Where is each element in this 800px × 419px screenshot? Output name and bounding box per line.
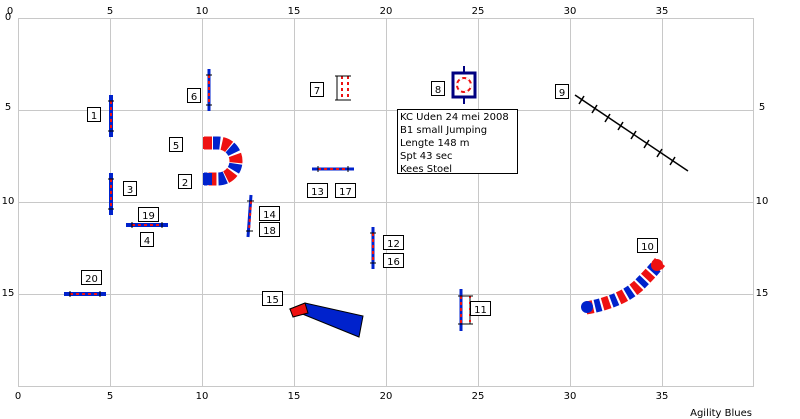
svg-text:17: 17 [339, 187, 352, 198]
curved-tunnel [203, 136, 243, 186]
number-label-8: 8 [431, 81, 445, 96]
tick-label: 25 [472, 6, 485, 17]
svg-text:10: 10 [641, 242, 654, 253]
info-length: Lengte 148 m [400, 138, 470, 149]
number-label-3: 3 [123, 181, 137, 196]
number-label-5: 5 [169, 137, 183, 152]
tick-label: 25 [472, 391, 485, 402]
tick-label: 30 [564, 6, 577, 17]
obstacle-number-labels: 1 2 3 4 5 6 7 8 [81, 81, 658, 316]
svg-text:19: 19 [142, 211, 155, 222]
jump-obstacle [108, 95, 114, 137]
tick-label: 5 [5, 102, 11, 113]
number-label-2: 2 [178, 174, 192, 189]
jump-obstacle [206, 69, 212, 111]
svg-text:9: 9 [559, 88, 565, 99]
jump-obstacle [126, 222, 168, 228]
chute-obstacle [288, 302, 364, 338]
jump-obstacle [246, 194, 254, 238]
tick-label: 5 [759, 102, 765, 113]
number-label-9: 9 [555, 84, 569, 99]
bottom-axis-labels: 0 5 10 15 20 25 30 35 [15, 391, 669, 402]
svg-text:16: 16 [387, 257, 400, 268]
tick-label: 10 [2, 196, 15, 207]
svg-text:3: 3 [127, 185, 133, 196]
svg-text:14: 14 [263, 210, 276, 221]
tick-label: 15 [288, 391, 301, 402]
info-event: KC Uden 24 mei 2008 [400, 112, 509, 123]
number-label-19: 19 [138, 207, 159, 222]
tick-label: 35 [656, 6, 669, 17]
grid [18, 18, 754, 387]
jump-obstacle [370, 227, 376, 269]
credit-text: Agility Blues [690, 408, 752, 419]
number-label-12: 12 [383, 235, 404, 250]
number-label-7: 7 [310, 82, 324, 97]
number-label-11: 11 [470, 301, 491, 316]
tick-label: 0 [7, 6, 13, 17]
tyre-obstacle [451, 66, 477, 104]
top-axis-labels: 0 5 10 15 20 25 30 35 [7, 6, 669, 17]
tick-label: 10 [756, 196, 769, 207]
jump-obstacle [312, 166, 354, 172]
svg-text:8: 8 [435, 85, 441, 96]
dogwalk-obstacle [574, 94, 689, 172]
svg-text:11: 11 [474, 305, 487, 316]
svg-text:18: 18 [263, 226, 276, 237]
tick-label: 20 [380, 6, 393, 17]
course-info-box: KC Uden 24 mei 2008 B1 small Jumping Len… [397, 109, 518, 175]
svg-text:6: 6 [191, 92, 197, 103]
svg-text:4: 4 [144, 236, 150, 247]
number-label-10: 10 [637, 238, 658, 253]
tick-label: 0 [5, 12, 11, 23]
number-label-17: 17 [335, 183, 356, 198]
double-jump-obstacle [335, 75, 351, 101]
tick-label: 20 [380, 391, 393, 402]
right-axis-labels: 5 10 15 [756, 102, 769, 299]
tick-label: 10 [196, 391, 209, 402]
number-label-16: 16 [383, 253, 404, 268]
tick-label: 5 [107, 391, 113, 402]
left-axis-labels: 0 5 10 15 [2, 12, 15, 299]
svg-text:5: 5 [173, 141, 179, 152]
tick-label: 5 [107, 6, 113, 17]
tick-label: 15 [288, 6, 301, 17]
jump-obstacle [108, 173, 114, 215]
curved-tunnel [581, 257, 666, 315]
number-label-18: 18 [259, 222, 280, 237]
svg-text:2: 2 [182, 178, 188, 189]
svg-text:7: 7 [314, 86, 320, 97]
number-label-20: 20 [81, 270, 102, 285]
number-label-14: 14 [259, 206, 280, 221]
tick-label: 35 [656, 391, 669, 402]
svg-text:15: 15 [266, 295, 279, 306]
svg-text:12: 12 [387, 239, 400, 250]
tick-label: 0 [15, 391, 21, 402]
svg-text:1: 1 [91, 111, 97, 122]
tick-label: 30 [564, 391, 577, 402]
svg-text:13: 13 [311, 187, 324, 198]
number-label-4: 4 [140, 232, 154, 247]
info-judge: Kees Stoel [400, 164, 452, 175]
jump-obstacle [64, 291, 106, 297]
tick-label: 15 [2, 288, 15, 299]
tick-label: 10 [196, 6, 209, 17]
number-label-15: 15 [262, 291, 283, 306]
number-label-13: 13 [307, 183, 328, 198]
svg-text:20: 20 [85, 274, 98, 285]
number-label-1: 1 [87, 107, 101, 122]
info-time: Spt 43 sec [400, 151, 453, 162]
number-label-6: 6 [187, 88, 201, 103]
info-class: B1 small Jumping [400, 125, 487, 136]
tick-label: 15 [756, 288, 769, 299]
